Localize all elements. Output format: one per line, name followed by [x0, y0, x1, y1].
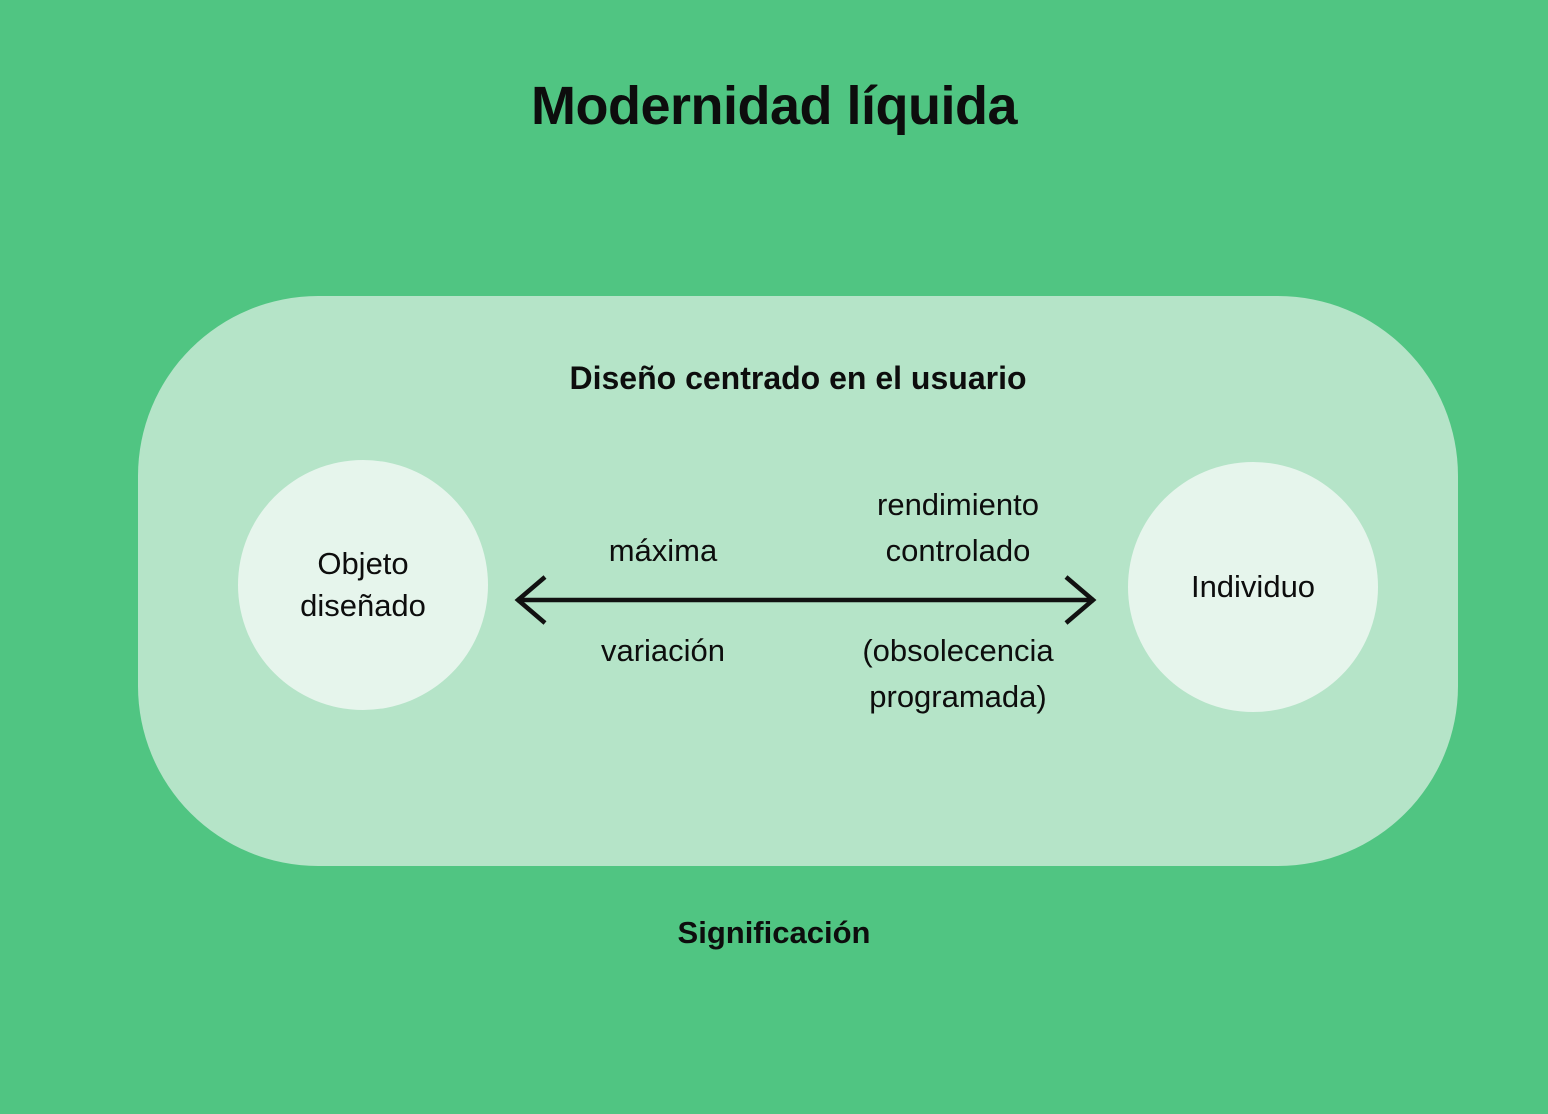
- node-individuo: Individuo: [1128, 462, 1378, 712]
- node-objeto-disenado: Objeto diseñado: [238, 460, 488, 710]
- arrow-label-top-right: rendimiento controlado: [877, 487, 1039, 568]
- arrow-label-bottom-left: variación: [600, 633, 726, 668]
- arrow-label-bottom-right: (obsolecencia programada): [862, 633, 1054, 714]
- arrow-label-top-left: máxima: [608, 533, 718, 568]
- container-label: Diseño centrado en el usuario: [569, 360, 1027, 396]
- arrow-svg: [514, 575, 1097, 625]
- footer-label: Significación: [677, 915, 871, 950]
- user-centered-design-container: Diseño centrado en el usuario Objeto dis…: [138, 296, 1458, 866]
- bidirectional-arrow-icon: [513, 572, 1098, 628]
- node-objeto-disenado-label: Objeto diseñado: [300, 546, 426, 623]
- node-individuo-label: Individuo: [1190, 569, 1316, 604]
- page-title: Modernidad líquida: [531, 76, 1018, 136]
